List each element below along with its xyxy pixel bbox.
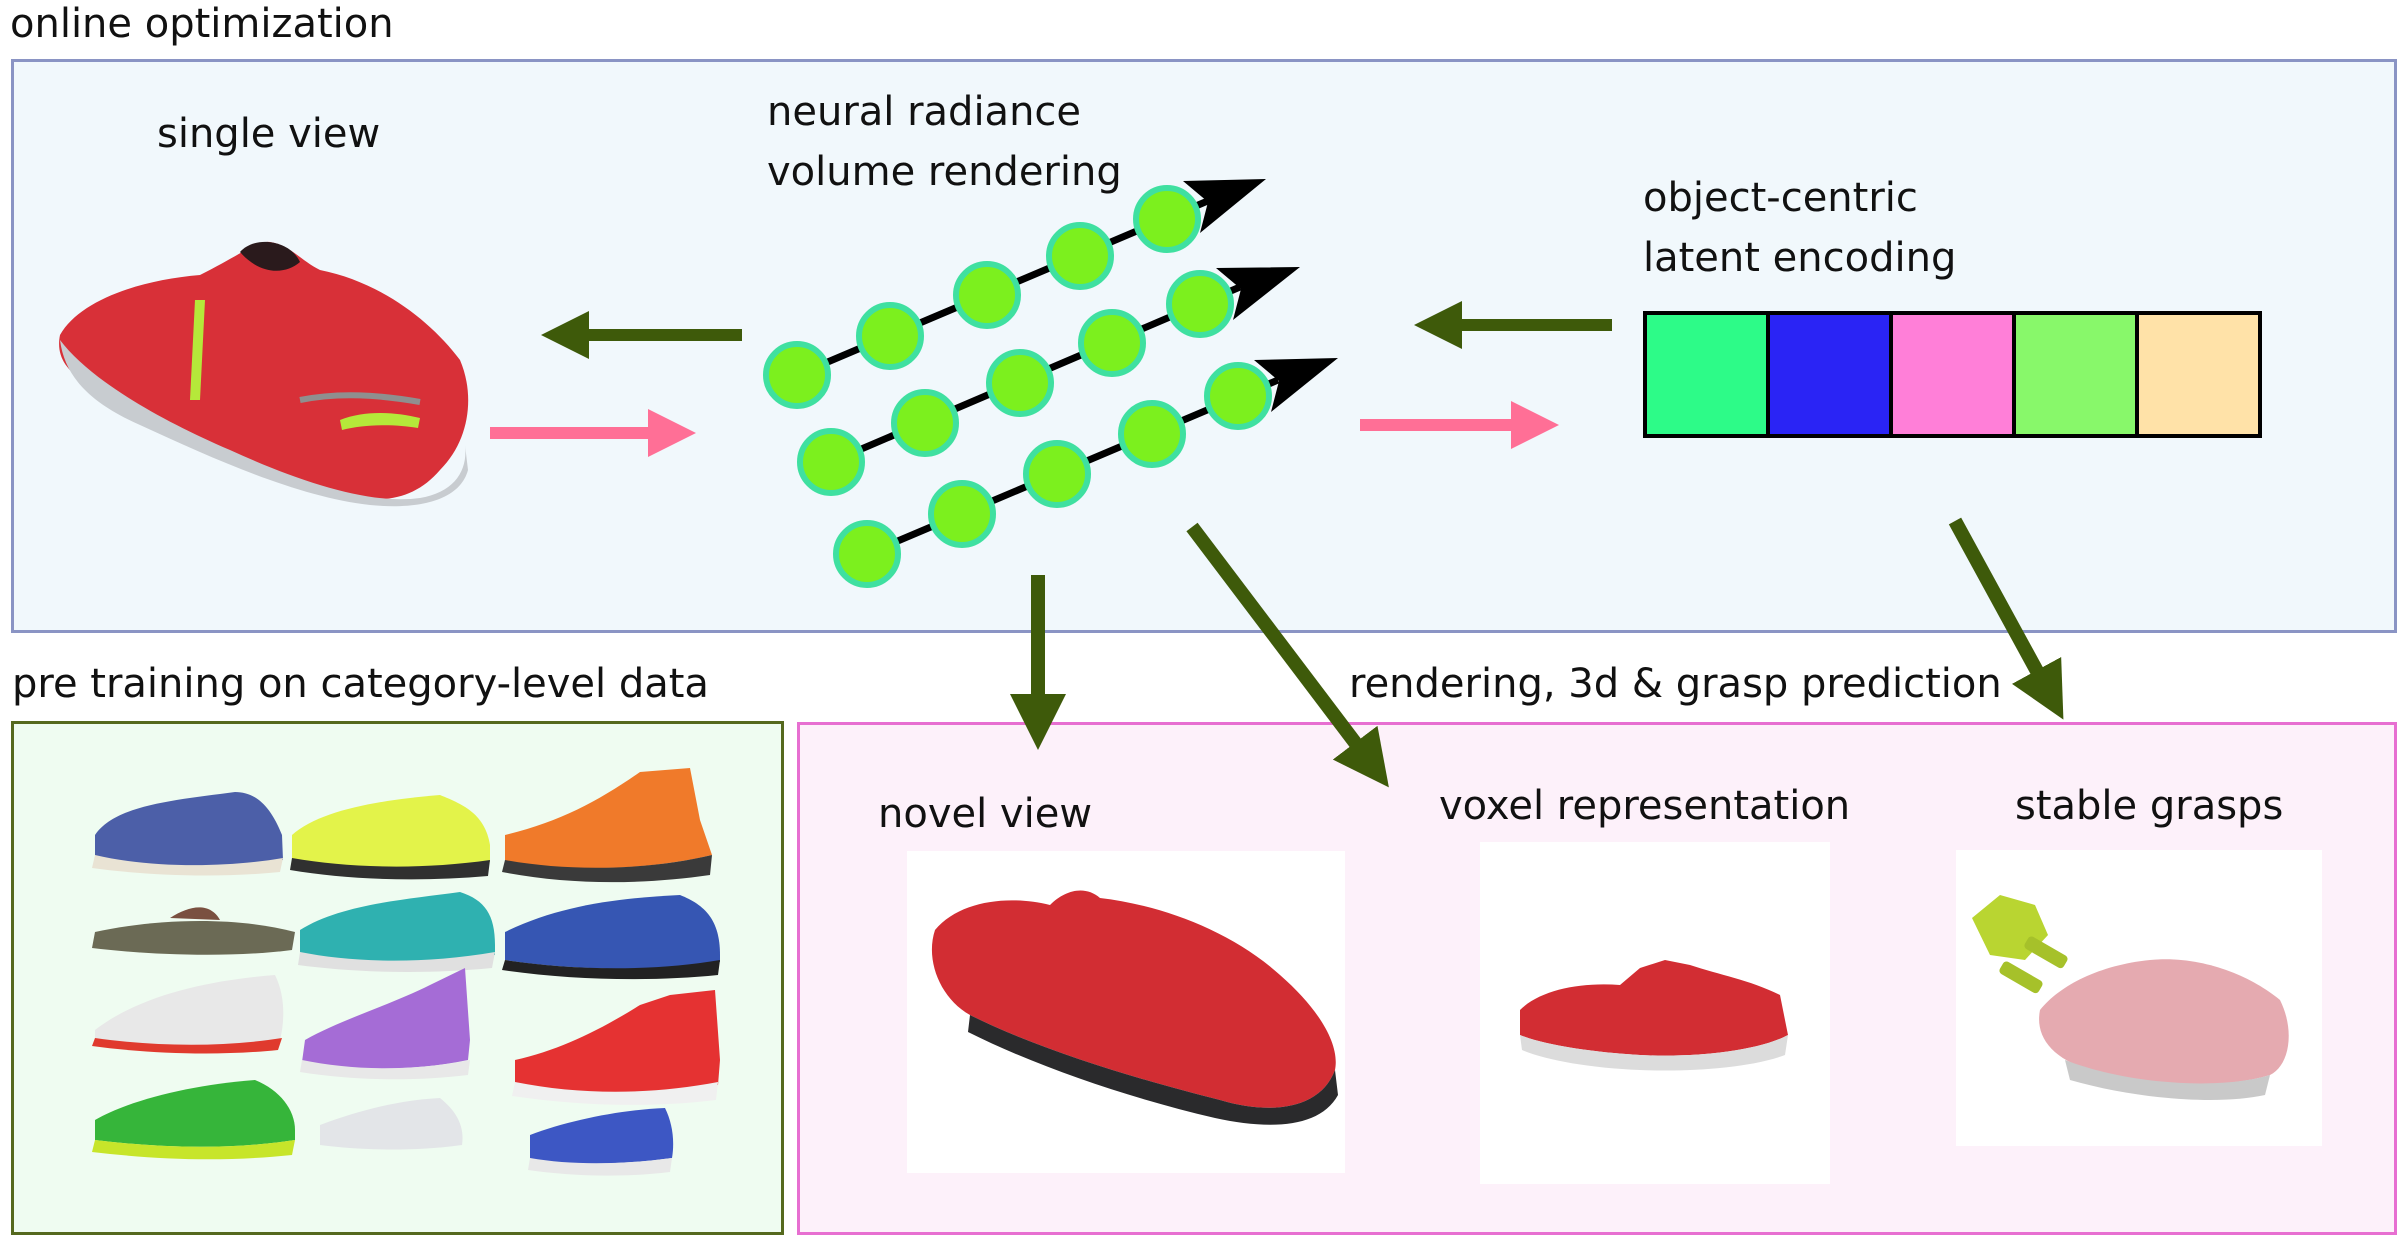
grasps-label: stable grasps: [2015, 783, 2284, 829]
sample-point: [1166, 270, 1234, 338]
sample-point: [928, 480, 996, 548]
latent-cell-2: [1768, 313, 1891, 436]
grasp-image: [1972, 895, 2289, 1100]
ray-arrowhead-icon: [1183, 179, 1266, 233]
voxel-arrow: [1186, 522, 1389, 788]
online-optimization-title: online optimization: [10, 1, 394, 47]
shoe-catalog-image: [92, 768, 720, 1176]
pretraining-title: pre training on category-level data: [12, 661, 709, 707]
sample-point: [856, 302, 924, 370]
grasp-arrow: [1948, 517, 2064, 720]
latent-cell-1: [1645, 313, 1768, 436]
sample-point: [1204, 362, 1272, 430]
ray-3: [833, 358, 1338, 588]
latent-cell-4: [2014, 313, 2137, 436]
ray-arrowhead-icon: [1254, 358, 1338, 412]
ray-1: [763, 179, 1266, 409]
latent-cell-3: [1891, 313, 2014, 436]
sample-point: [891, 389, 959, 457]
latent-label-line1: object-centric: [1643, 175, 1918, 221]
sample-point: [797, 428, 865, 496]
latent-label-line2: latent encoding: [1643, 235, 1957, 281]
voxel-label: voxel representation: [1439, 783, 1851, 829]
outputs-title: rendering, 3d & grasp prediction: [1349, 661, 2002, 707]
sample-point: [1046, 222, 1114, 290]
gripper-icon: [1972, 895, 2068, 994]
input-shoe-image: [59, 241, 469, 507]
ray-2: [797, 267, 1300, 496]
voxel-image: [1520, 960, 1788, 1071]
sample-point: [1133, 185, 1201, 253]
latent-cell-5: [2137, 313, 2260, 436]
single-view-label: single view: [157, 111, 381, 157]
sample-point: [986, 349, 1054, 417]
sample-point: [1078, 309, 1146, 377]
sample-point: [763, 341, 831, 409]
nerf-label-line1: neural radiance: [767, 89, 1082, 135]
nerf-label-line2: volume rendering: [767, 149, 1122, 195]
sample-point: [1118, 400, 1186, 468]
sample-point: [953, 261, 1021, 329]
sample-point: [1023, 440, 1091, 508]
sample-point: [833, 520, 901, 588]
novel-view-image: [931, 890, 1338, 1125]
novel-view-label: novel view: [878, 791, 1093, 837]
latent-code: [1643, 311, 2262, 438]
ray-arrowhead-icon: [1216, 267, 1300, 320]
